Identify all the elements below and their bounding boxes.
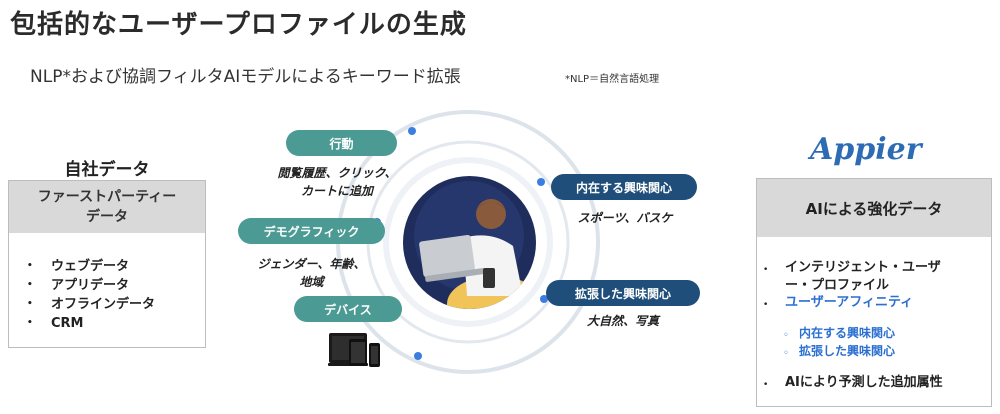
demographic-note: ジェンダー、年齢、 地域 (238, 255, 385, 291)
list-item: アプリデータ (27, 276, 155, 295)
bullet-icon: • (763, 380, 769, 390)
sub-bullet-icon: ◦ (783, 348, 789, 359)
person-with-laptop-image (403, 176, 536, 309)
inherent-interest-subitem: 内在する興味関心 (799, 326, 896, 340)
page-subtitle: NLP*および協調フィルタAIモデルによるキーワード拡張 (30, 67, 461, 87)
demographic-note-line1: ジェンダー、年齢、 (257, 257, 366, 271)
glow-ring (383, 157, 553, 327)
bullet-icon: • (763, 265, 769, 275)
page-title: 包括的なユーザープロファイルの生成 (10, 10, 467, 40)
orbit-dot (414, 352, 422, 360)
list-item: CRM (27, 314, 155, 333)
appier-logo: Appier (810, 132, 922, 167)
demographic-note-line2: 地域 (299, 275, 324, 289)
first-party-box-header: ファーストパーティー データ (9, 181, 205, 233)
behavior-note: 閲覧履歴、クリック、 カートに追加 (262, 164, 412, 200)
orbit-dot (537, 178, 545, 186)
list-item: ウェブデータ (27, 257, 155, 276)
inherent-interest-pill: 内在する興味関心 (551, 174, 697, 200)
bullet-icon: • (763, 300, 769, 310)
first-party-heading: 自社データ (64, 160, 150, 180)
first-party-list: ウェブデータ アプリデータ オフラインデータ CRM (27, 257, 155, 333)
demographic-pill: デモグラフィック (238, 218, 385, 244)
extended-interest-note: 大自然、写真 (586, 314, 659, 328)
behavior-note-line1: 閲覧履歴、クリック、 (277, 166, 397, 180)
first-party-box-title-line1: ファーストパーティー (37, 189, 177, 205)
device-pill: デバイス (294, 296, 402, 322)
orbit-dot (408, 127, 416, 135)
first-party-data-box: ファーストパーティー データ ウェブデータ アプリデータ オフラインデータ CR… (8, 180, 206, 348)
ai-enhanced-box-header: AIによる強化データ (757, 179, 991, 237)
devices-icon (328, 331, 381, 369)
intelligent-user-profile-item: インテリジェント・ユーザ ー・プロファイル (785, 259, 985, 295)
ai-enhanced-data-box: AIによる強化データ • インテリジェント・ユーザ ー・プロファイル • ユーザ… (756, 178, 992, 407)
inherent-interest-note: スポーツ、バスケ (577, 211, 673, 225)
ai-predicted-attributes-item: AIにより予測した追加属性 (785, 375, 943, 390)
behavior-note-line2: カートに追加 (300, 184, 373, 198)
first-party-box-title-line2: データ (86, 209, 128, 225)
extended-interest-subitem: 拡張した興味関心 (799, 344, 896, 358)
user-affinity-item: ユーザーアフィニティ (785, 295, 914, 310)
sub-bullet-icon: ◦ (783, 330, 789, 341)
footnote: *NLP＝自然言語処理 (565, 74, 660, 85)
extended-interest-pill: 拡張した興味関心 (546, 280, 700, 306)
intelligent-user-profile-line1: インテリジェント・ユーザ (785, 260, 941, 275)
intelligent-user-profile-line2: ー・プロファイル (785, 278, 890, 293)
behavior-pill: 行動 (286, 130, 397, 156)
list-item: オフラインデータ (27, 295, 155, 314)
